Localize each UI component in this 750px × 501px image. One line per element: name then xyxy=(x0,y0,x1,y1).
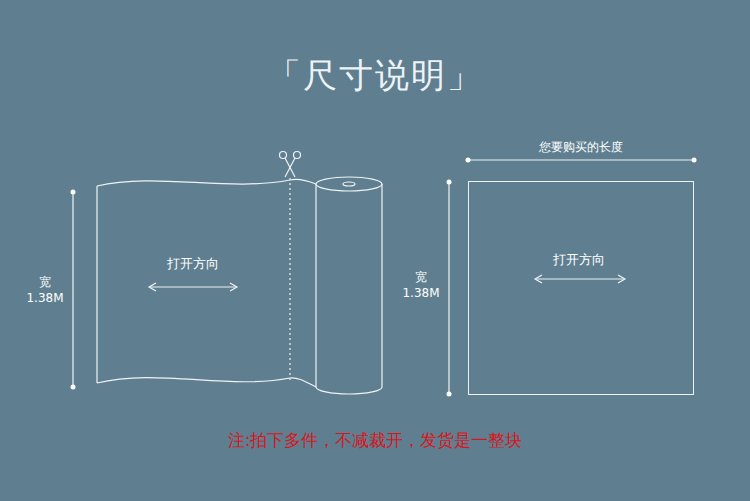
direction-label: 打开方向 xyxy=(167,255,219,273)
sheet-outline xyxy=(97,180,290,383)
fabric-piece: 打开方向 xyxy=(468,181,694,395)
width-dimension: 宽 1.38M xyxy=(23,274,67,306)
direction-label: 打开方向 xyxy=(553,251,605,269)
title: 「尺寸说明」 xyxy=(267,53,483,99)
fabric-sheet: 打开方向 xyxy=(97,180,290,383)
width-dimension: 宽 1.38M xyxy=(399,269,443,301)
note: 注:拍下多件，不减裁开，发货是一整块 xyxy=(228,429,523,452)
length-dimension: 您要购买的长度 xyxy=(539,139,623,156)
